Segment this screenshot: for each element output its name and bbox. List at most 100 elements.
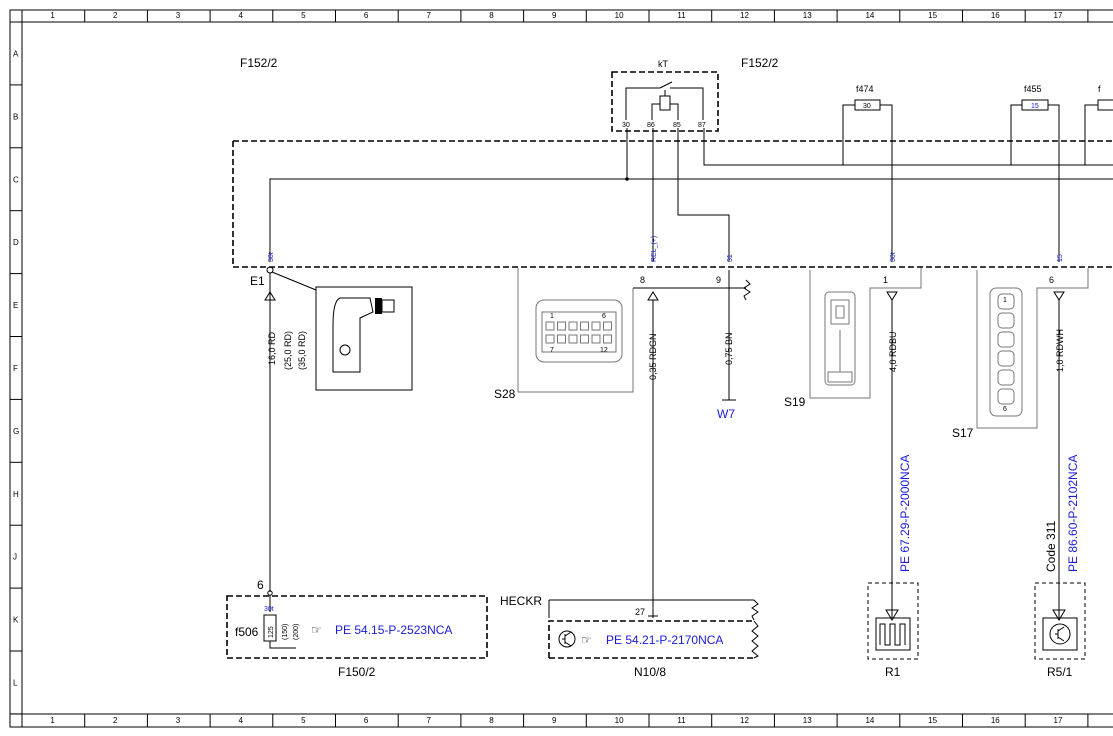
num-9: 9	[716, 275, 721, 285]
grid-col-label: 16	[991, 11, 1000, 20]
s28-pin-12: 12	[600, 347, 608, 354]
r5-label: R5/1	[1047, 665, 1073, 679]
switch-s17: 1 6 S17 6 1,0 RDWH Code 311 PE 86.60-P-2…	[952, 268, 1089, 621]
s28-label: S28	[494, 387, 516, 401]
wire-e1-alt2: (35,0 RD)	[297, 331, 307, 370]
wire-r1: 4,0 RDBU	[888, 331, 898, 372]
wire-r5: 1,0 RDWH	[1055, 329, 1065, 372]
r1-label: R1	[885, 665, 901, 679]
switch-s19: S19 1 4,0 RDBU PE 67.29-P-2000NCA	[784, 268, 922, 621]
f150-hand-icon: ☞	[311, 623, 322, 637]
connector-s28: 8 9 0,35 RDGN 1 6 7 12 S28	[494, 268, 751, 618]
grid-col-label: 2	[113, 11, 118, 20]
grid-col-label: 9	[552, 716, 557, 725]
fusebox-label-left: F152/2	[240, 56, 278, 70]
grid-col-label: 14	[865, 11, 874, 20]
grid-row-label: A	[13, 49, 19, 58]
s17-cavity	[997, 369, 1015, 386]
ref-n10[interactable]: PE 54.21-P-2170NCA	[606, 633, 723, 647]
grid-col-label: 15	[928, 716, 937, 725]
s28-cavity	[545, 334, 555, 344]
grid-col-label: 3	[176, 11, 181, 20]
ref-f150[interactable]: PE 54.15-P-2523NCA	[335, 623, 452, 637]
grid-row-label: G	[13, 427, 19, 436]
n10-label: N10/8	[634, 665, 666, 679]
num-8: 8	[640, 275, 645, 285]
grid-row-label: E	[13, 301, 18, 310]
grid-col-label: 12	[740, 11, 749, 20]
s28-cavity	[545, 321, 555, 331]
grid-col-label: 10	[615, 716, 624, 725]
s17-cavity	[997, 293, 1015, 310]
module-n10: HECKR 27 ☞ PE 54.21-P-2170NCA N10/8	[500, 594, 759, 679]
grid-col-label: 16	[991, 716, 1000, 725]
fuse-partial-label: f	[1098, 84, 1101, 94]
relay-pin-87: 87	[698, 122, 706, 129]
grid-col-label: 14	[865, 716, 874, 725]
s28-cavity	[557, 334, 566, 344]
f150-label: F150/2	[338, 665, 376, 679]
grid-col-label: 10	[615, 11, 624, 20]
grid-col-label: 1	[50, 11, 55, 20]
num-6-s17: 6	[1049, 275, 1054, 285]
s17-cavity	[997, 388, 1015, 405]
s28-cavity	[580, 321, 589, 331]
f506-150: (150)	[282, 624, 289, 640]
e1-label: E1	[250, 274, 265, 288]
grid-col-label: 11	[677, 11, 686, 20]
fusebox-f150: 30t 125 (150) (200) f506 ☞ PE 54.15-P-25…	[226, 595, 488, 679]
grid-col-label: 13	[803, 11, 812, 20]
s28-pin-1: 1	[550, 313, 554, 320]
grid-col-label: 4	[238, 716, 243, 725]
n10-hand-icon: ☞	[581, 633, 592, 647]
s28-cavity	[603, 334, 612, 344]
s28-cavity	[591, 334, 601, 344]
fuse-f474-value: 30	[863, 103, 871, 110]
f506-125: 125	[268, 626, 275, 638]
fuse-f474-label: f474	[856, 84, 874, 94]
grid-col-label: 6	[364, 11, 369, 20]
grid-col-label: 12	[740, 716, 749, 725]
f506-30t: 30t	[264, 606, 274, 613]
grid-col-label: 7	[427, 11, 432, 20]
grid-col-label: 8	[489, 11, 494, 20]
grid-col-label: 13	[803, 716, 812, 725]
wire-w7: 0,75 BN	[724, 332, 734, 365]
grid-col-label: 15	[928, 11, 937, 20]
s28-cavity	[580, 334, 589, 344]
ground-w7: 0,75 BN W7	[717, 270, 736, 421]
grid-row-label: K	[13, 616, 19, 625]
drawing-frame	[9, 9, 1113, 728]
grid-row-label: H	[13, 490, 19, 499]
pin-rel: REL_(+)	[651, 236, 658, 262]
grid-col-label: 11	[677, 716, 686, 725]
ref-r1: PE 67.29-P-2000NCA	[898, 455, 912, 572]
s28-cavity	[568, 321, 578, 331]
s28-cavity	[603, 321, 612, 331]
s17-label: S17	[952, 426, 974, 440]
pin-15: 15	[1057, 254, 1064, 262]
grid-row-label: D	[13, 238, 19, 247]
relay-pin-86: 86	[647, 122, 655, 129]
num-6-f150: 6	[257, 578, 264, 592]
wire-s28: 0,35 RDGN	[648, 333, 658, 380]
grid-col-label: 1	[50, 716, 55, 725]
s28-cavity	[557, 321, 566, 331]
grid-col-label: 6	[364, 716, 369, 725]
code-311: Code 311	[1044, 521, 1058, 572]
relay-label: kT	[658, 59, 669, 69]
s17-cavity	[997, 312, 1015, 329]
fuse-f455-value: 15	[1031, 103, 1039, 110]
relay-pin-30: 30	[622, 122, 630, 129]
w7-label: W7	[717, 407, 735, 421]
grid-col-label: 17	[1054, 11, 1063, 20]
wire-e1-size: 16,0 RD	[267, 331, 277, 365]
grid-col-label: 17	[1054, 716, 1063, 725]
grid-col-label: 9	[552, 11, 557, 20]
grid-labels: 1122334455667788991010111112121313141415…	[10, 10, 1089, 727]
grid-col-label: 3	[176, 716, 181, 725]
s28-cavity	[568, 334, 578, 344]
internal-wiring	[269, 128, 1113, 262]
grid-col-label: 8	[489, 716, 494, 725]
num-27: 27	[635, 607, 645, 617]
